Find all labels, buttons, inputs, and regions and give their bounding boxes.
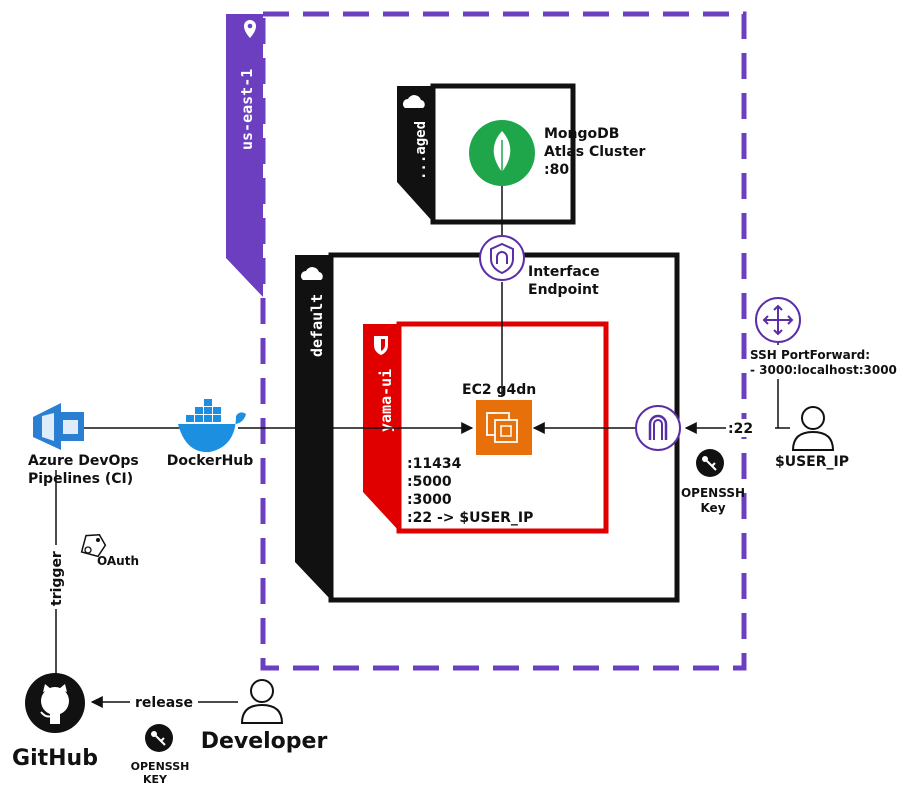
developer-label: Developer: [201, 729, 328, 754]
cloud-icon: [301, 267, 323, 280]
azure-devops-icon: [33, 403, 84, 450]
developer[interactable]: Developer: [201, 679, 328, 754]
router-icon: [755, 297, 801, 343]
docker-icon: [178, 399, 246, 453]
ec2-instance[interactable]: EC2 g4dn: [462, 382, 536, 455]
region-label: us-east-1: [238, 69, 256, 150]
user-label: $USER_IP: [775, 454, 849, 470]
person-icon: [240, 679, 284, 724]
dockerhub[interactable]: DockerHub: [167, 399, 254, 469]
location-pin-icon: [244, 20, 256, 38]
router-label-line1: SSH PortForward:: [750, 348, 870, 362]
dockerhub-label: DockerHub: [167, 453, 254, 469]
azure-devops-pipelines[interactable]: Azure DevOps Pipelines (CI): [28, 403, 139, 487]
endpoint-label-line2: Endpoint: [528, 282, 599, 298]
shield-icon: [374, 336, 388, 355]
azure-label-line2: Pipelines (CI): [28, 471, 133, 487]
gateway-icon: [635, 405, 681, 451]
vpc-label: default: [308, 294, 326, 357]
oauth-label: OAuth: [97, 554, 139, 568]
github-icon: [25, 673, 85, 733]
github-label: GitHub: [12, 746, 98, 771]
mongodb-label-line1: MongoDB: [544, 126, 619, 142]
openssh-key-right: OPENSSH Key: [681, 449, 745, 515]
release-label: release: [135, 695, 193, 711]
connections: [55, 186, 790, 708]
endpoint-icon: [479, 235, 525, 281]
person-icon: [791, 406, 835, 451]
openssh-key-bottom: OPENSSH KEY: [131, 724, 190, 786]
interface-endpoint[interactable]: Interface Endpoint: [479, 235, 600, 298]
internet-gateway[interactable]: [635, 405, 681, 451]
openssh-key-right-line1: OPENSSH: [681, 486, 745, 500]
trigger-label: trigger: [49, 551, 65, 606]
azure-label-line1: Azure DevOps: [28, 453, 139, 469]
router[interactable]: SSH PortForward: - 3000:localhost:3000: [750, 297, 897, 379]
port-item: :5000: [407, 474, 452, 490]
port-item: :3000: [407, 492, 452, 508]
tag-key-icon: [80, 534, 107, 558]
user-ip[interactable]: $USER_IP: [775, 406, 849, 470]
ssh-port-label: :22: [728, 421, 753, 437]
openssh-key-bottom-line1: OPENSSH: [131, 760, 190, 773]
cloud-icon: [403, 95, 425, 108]
region-us-east-1: us-east-1: [226, 11, 747, 671]
key-icon: [696, 449, 724, 477]
endpoint-label-line1: Interface: [528, 264, 600, 280]
mongodb-atlas-cluster[interactable]: MongoDB Atlas Cluster :80: [469, 120, 646, 186]
port-item: :11434: [407, 456, 462, 472]
mongodb-label-line3: :80: [544, 162, 569, 178]
ec2-label: EC2 g4dn: [462, 382, 536, 398]
managed-container: ...aged: [397, 83, 576, 225]
managed-label: ...aged: [413, 121, 429, 180]
mongodb-label-line2: Atlas Cluster: [544, 144, 646, 160]
ports-list: :11434 :5000 :3000 :22 -> $USER_IP: [407, 456, 533, 526]
openssh-key-bottom-line2: KEY: [143, 773, 168, 786]
oauth: OAuth: [80, 534, 139, 568]
security-group-label: yama-ui: [377, 369, 395, 432]
port-item: :22 -> $USER_IP: [407, 510, 533, 526]
github[interactable]: GitHub: [12, 673, 98, 771]
openssh-key-right-line2: Key: [700, 501, 725, 515]
ec2-icon: [476, 400, 532, 455]
key-icon: [145, 724, 173, 752]
router-label-line2: - 3000:localhost:3000: [750, 363, 897, 377]
